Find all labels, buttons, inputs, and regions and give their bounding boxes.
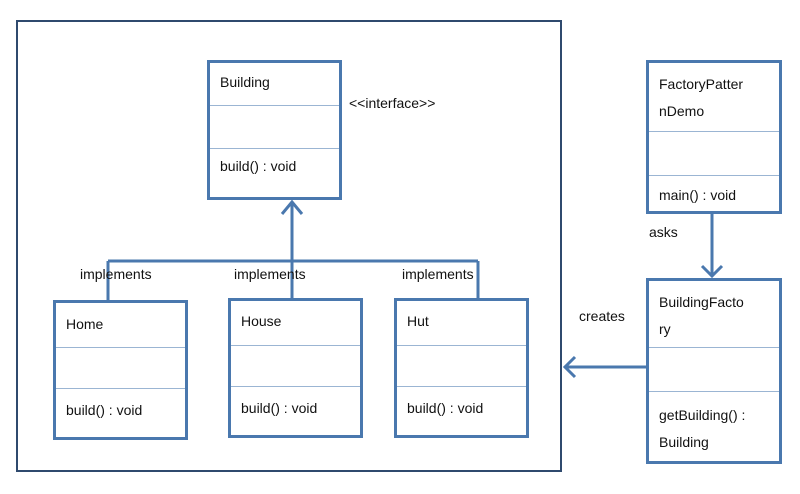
house-class-name: House <box>241 313 282 329</box>
building-method: build() : void <box>220 158 297 174</box>
asks-arrowhead <box>700 264 724 279</box>
factory-method: getBuilding() : Building <box>659 407 746 450</box>
building-class[interactable]: Building build() : void <box>207 60 342 200</box>
package-frame <box>16 20 562 472</box>
asks-label: asks <box>649 224 678 240</box>
building-factory-class[interactable]: BuildingFacto ry getBuilding() : Buildin… <box>646 278 782 464</box>
hut-class-name: Hut <box>407 313 429 329</box>
home-class[interactable]: Home build() : void <box>53 300 188 440</box>
demo-class-name: FactoryPatter nDemo <box>659 76 744 119</box>
creates-label: creates <box>579 308 625 324</box>
building-class-name: Building <box>220 74 270 90</box>
hut-class[interactable]: Hut build() : void <box>394 298 529 438</box>
implements-label-house: implements <box>234 266 306 282</box>
hut-method: build() : void <box>407 400 484 416</box>
creates-arrowhead <box>562 355 577 379</box>
implements-label-hut: implements <box>402 266 474 282</box>
house-class[interactable]: House build() : void <box>228 298 363 438</box>
home-method: build() : void <box>66 402 143 418</box>
home-class-name: Home <box>66 316 104 332</box>
house-method: build() : void <box>241 400 318 416</box>
factory-pattern-demo-class[interactable]: FactoryPatter nDemo main() : void <box>646 60 782 214</box>
demo-method: main() : void <box>659 187 737 203</box>
interface-stereotype: <<interface>> <box>349 95 436 111</box>
implements-label-home: implements <box>80 266 152 282</box>
factory-class-name: BuildingFacto ry <box>659 294 744 337</box>
